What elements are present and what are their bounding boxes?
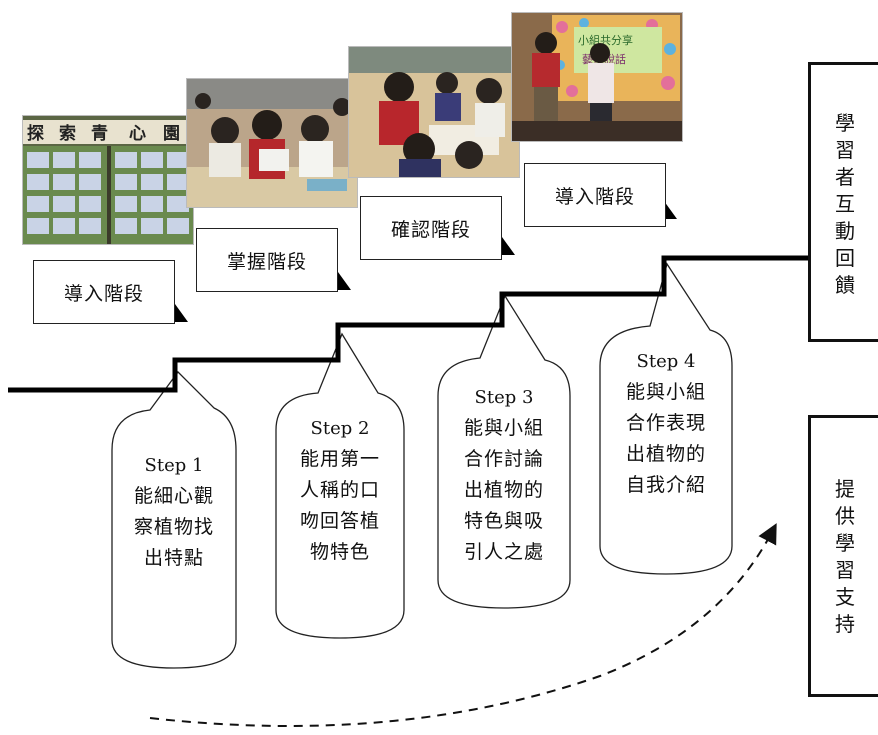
banner-char-3: 青 — [91, 123, 108, 144]
step1-heading: Step 1 — [144, 455, 204, 476]
photo-group-presentation-image: 小組共分享 藝術說話 — [512, 13, 682, 141]
step1-callout — [111, 371, 237, 669]
learning-support-box — [808, 415, 878, 697]
step3-heading: Step 3 — [474, 387, 534, 408]
support-char-2: 供 — [835, 504, 855, 528]
photo-plant-display-board: 探 索 青 心 園 — [22, 115, 194, 245]
support-char-6: 持 — [835, 612, 855, 636]
phase-label-4-text: 導入階段 — [554, 185, 635, 208]
step2-line-1: 能用第一 — [299, 448, 380, 470]
learner-feedback-box — [808, 62, 878, 342]
step4-callout — [599, 262, 733, 575]
step3-line-2: 合作討論 — [463, 448, 544, 470]
step2-line-3: 吻回答植 — [299, 510, 380, 532]
step2-callout — [275, 332, 405, 639]
step4-line-1: 能與小組 — [625, 381, 706, 403]
photo-classroom-reading — [186, 78, 358, 208]
feedback-char-7: 饋 — [835, 273, 855, 297]
step2-text: Step 2 能用第一 人稱的口 吻回答植 物特色 — [276, 413, 404, 568]
banner-char-2: 索 — [59, 123, 76, 144]
step3-text: Step 3 能與小組 合作討論 出植物的 特色與吸 引人之處 — [438, 382, 570, 568]
step4-heading: Step 4 — [636, 351, 696, 372]
phase-label-2-text: 掌握階段 — [226, 250, 307, 273]
phase-label-1-text: 導入階段 — [63, 282, 144, 305]
photo-plant-display-board-image: 探 索 青 心 園 — [23, 116, 193, 244]
step2-line-2: 人稱的口 — [299, 479, 380, 501]
step4-text: Step 4 能與小組 合作表現 出植物的 自我介紹 — [600, 346, 732, 501]
photo-classroom-reading-image — [187, 79, 357, 207]
feedback-char-3: 者 — [835, 165, 855, 189]
feedback-char-5: 動 — [835, 219, 855, 243]
photo-group-discussion — [348, 46, 520, 178]
step4-line-4: 自我介紹 — [625, 474, 706, 496]
support-char-1: 提 — [835, 477, 855, 501]
banner-char-4: 心 — [129, 124, 146, 144]
step3-line-3: 出植物的 — [463, 479, 544, 501]
photo-group-discussion-image — [349, 47, 519, 177]
photo-group-presentation: 小組共分享 藝術說話 — [511, 12, 683, 142]
step1-text: Step 1 能細心觀 察植物找 出特點 — [112, 450, 236, 574]
support-char-4: 習 — [835, 558, 855, 582]
step3-line-4: 特色與吸 — [463, 510, 544, 532]
support-char-5: 支 — [835, 585, 855, 609]
step4-line-2: 合作表現 — [625, 412, 706, 434]
feedback-char-6: 回 — [835, 246, 855, 270]
banner-char-1: 探 — [27, 123, 44, 144]
learning-support-arrow — [149, 523, 777, 727]
step4-line-3: 出植物的 — [625, 443, 706, 465]
phase-label-3-text: 確認階段 — [390, 218, 471, 241]
phase-label-3: 確認階段 — [360, 196, 502, 260]
board-text-line-1: 小組共分享 — [578, 33, 633, 47]
feedback-char-2: 習 — [835, 138, 855, 162]
step3-callout — [437, 294, 571, 609]
step3-line-1: 能與小組 — [463, 417, 544, 439]
support-char-3: 學 — [835, 531, 855, 555]
step3-line-5: 引人之處 — [463, 541, 544, 563]
progress-staircase — [8, 255, 812, 393]
banner-char-5: 園 — [163, 124, 180, 144]
phase-label-1: 導入階段 — [33, 260, 175, 324]
step1-line-2: 察植物找 — [133, 516, 214, 538]
phase-label-2: 掌握階段 — [196, 228, 338, 292]
phase-label-4: 導入階段 — [524, 163, 666, 227]
feedback-char-1: 學 — [835, 111, 855, 135]
learner-feedback-label: 學 習 者 互 動 回 饋 — [832, 110, 858, 299]
step1-line-1: 能細心觀 — [133, 485, 214, 507]
learning-support-label: 提 供 學 習 支 持 — [832, 476, 858, 638]
step2-line-4: 物特色 — [309, 541, 370, 563]
step2-heading: Step 2 — [310, 418, 370, 439]
step1-line-3: 出特點 — [143, 547, 204, 569]
feedback-char-4: 互 — [835, 192, 855, 216]
